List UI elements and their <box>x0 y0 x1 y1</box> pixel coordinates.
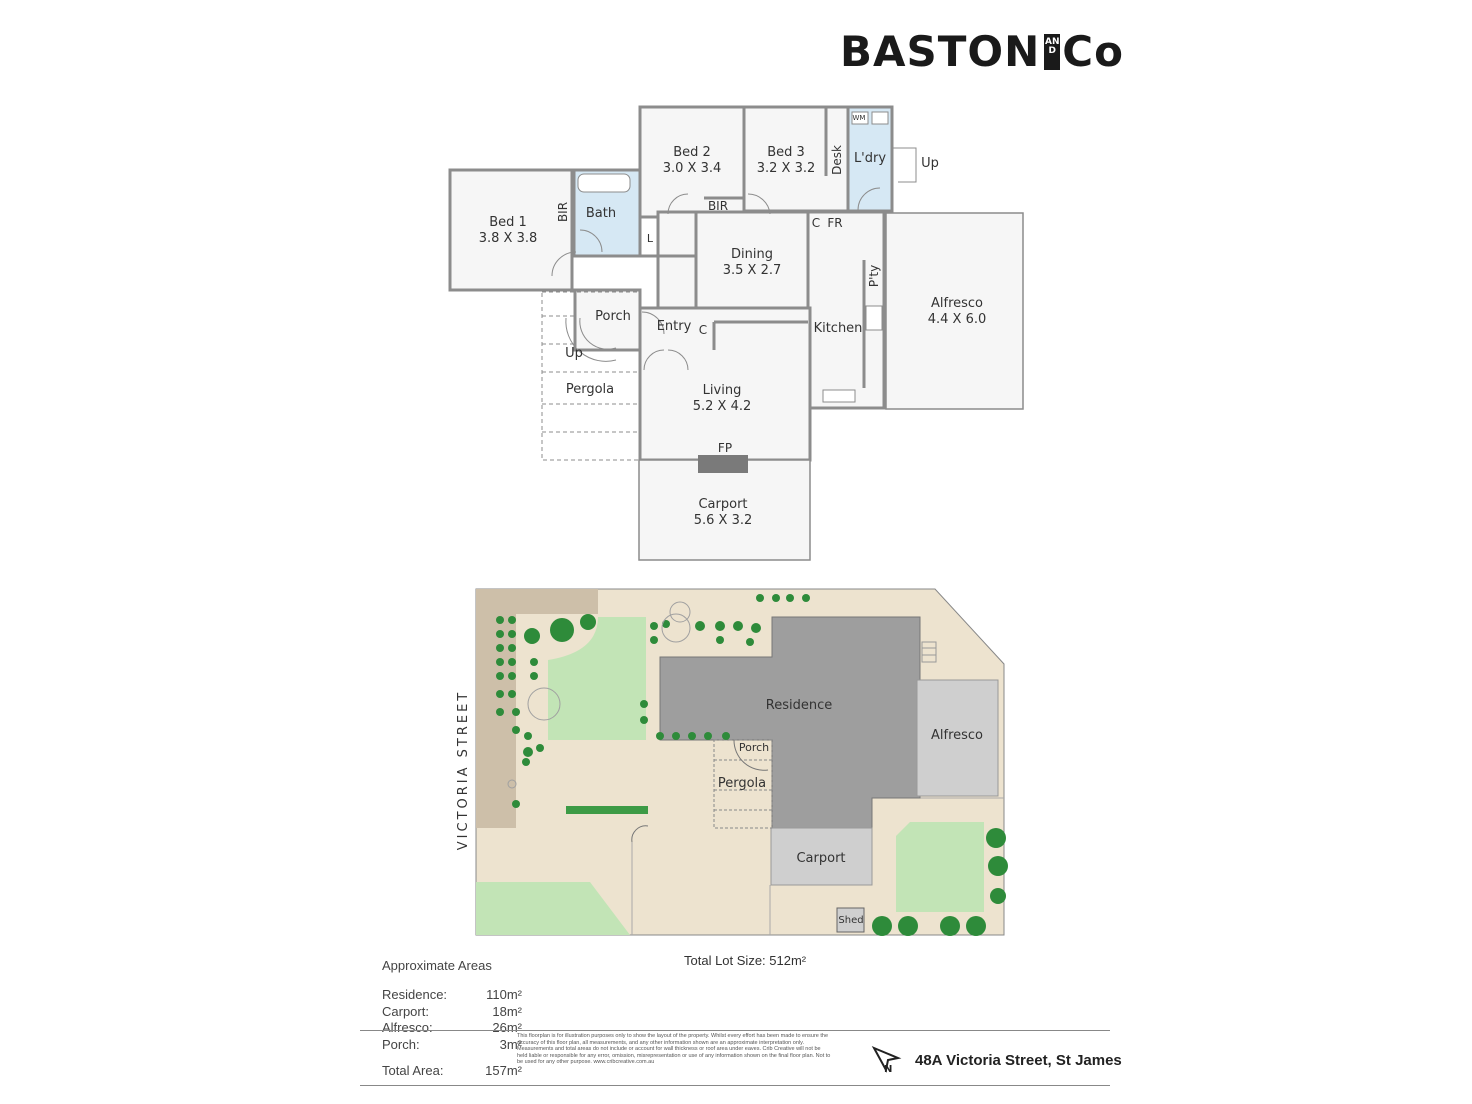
site-shed-label: Shed <box>838 915 863 926</box>
areas-title: Approximate Areas <box>382 958 492 973</box>
property-address: 48A Victoria Street, St James <box>915 1052 1122 1069</box>
entry-cupboard-label: C <box>699 323 707 337</box>
bed3-label: Bed 3 <box>767 145 805 160</box>
area-row: Alfresco:26m² <box>382 1020 522 1035</box>
area-row: Carport:18m² <box>382 1003 522 1019</box>
bed3-dims: 3.2 X 3.2 <box>757 161 816 176</box>
street-label: VICTORIA STREET <box>456 690 471 850</box>
bath-label: Bath <box>586 206 616 221</box>
verge-lawn <box>476 882 630 935</box>
site-porch-label: Porch <box>739 741 769 754</box>
svg-text:N: N <box>884 1064 892 1075</box>
linen-label: L <box>647 232 654 245</box>
bed1-dims: 3.8 X 3.8 <box>479 231 538 246</box>
entry-label: Entry <box>657 319 692 334</box>
alfresco-footprint <box>916 679 999 797</box>
bathtub <box>577 173 631 193</box>
brand-name: BASTON <box>840 27 1041 76</box>
alfresco-label: Alfresco <box>931 296 983 311</box>
bed1-label: Bed 1 <box>489 215 527 230</box>
alfresco-area <box>885 212 1024 410</box>
alfresco-dims: 4.4 X 6.0 <box>928 312 987 327</box>
divider-bottom <box>360 1085 1110 1086</box>
brand-logo: BASTON AND Co <box>840 28 1124 76</box>
total-lot-size: Total Lot Size: 512m² <box>684 953 807 968</box>
fireplace <box>698 455 748 473</box>
wm-label: WM <box>853 114 866 122</box>
site-residence-label: Residence <box>766 698 832 713</box>
front-lawn <box>548 617 646 740</box>
approximate-areas: Approximate Areas Residence:110m² Carpor… <box>382 958 522 1080</box>
disclaimer: This floorplan is for illustration purpo… <box>517 1033 831 1066</box>
rear-lawn <box>896 822 984 912</box>
cooktop <box>865 305 883 331</box>
carport-footprint <box>770 827 873 886</box>
carport-dims: 5.6 X 3.2 <box>694 513 753 528</box>
up-porch-label: Up <box>565 346 583 361</box>
site-carport-label: Carport <box>796 851 845 866</box>
pantry-label: P'ty <box>867 265 881 287</box>
porch-label: Porch <box>595 309 631 324</box>
cupboard-label: C <box>812 216 820 230</box>
carport-area <box>638 459 811 561</box>
dining-dims: 3.5 X 2.7 <box>723 263 782 278</box>
living-label: Living <box>703 383 742 398</box>
carport-label: Carport <box>698 497 747 512</box>
north-arrow-icon: N <box>871 1045 902 1075</box>
bir-bed2-label: BIR <box>708 199 728 213</box>
desk-label: Desk <box>830 145 844 175</box>
living-dims: 5.2 X 4.2 <box>693 399 752 414</box>
bed2-label: Bed 2 <box>673 145 711 160</box>
bed2-dims: 3.0 X 3.4 <box>663 161 722 176</box>
dining-label: Dining <box>731 247 773 262</box>
site-alfresco-label: Alfresco <box>931 728 983 743</box>
shed-footprint <box>836 907 865 933</box>
paving-strip <box>476 589 598 828</box>
brand-co: Co <box>1062 27 1124 76</box>
bir-bed1-label: BIR <box>556 202 570 222</box>
landscaping <box>496 594 1008 936</box>
living-room <box>638 306 812 462</box>
divider-top <box>360 1030 1110 1031</box>
laundry-label: L'dry <box>854 151 886 166</box>
area-row: Residence:110m² <box>382 987 522 1002</box>
area-total-row: Total Area:157m² <box>382 1063 522 1078</box>
porch-area <box>573 288 642 352</box>
kitchen-label: Kitchen <box>814 321 863 336</box>
fridge-label: FR <box>827 216 842 230</box>
pergola-label: Pergola <box>566 382 614 397</box>
site-pergola-label: Pergola <box>718 776 766 791</box>
up-laundry-label: Up <box>921 156 939 171</box>
brand-and: AND <box>1044 34 1061 70</box>
bed3-room <box>742 105 850 213</box>
area-row: Porch:3m² <box>382 1036 522 1052</box>
bed1-room <box>448 168 574 292</box>
fp-label: FP <box>718 441 732 455</box>
kitchen-sink <box>822 389 856 403</box>
